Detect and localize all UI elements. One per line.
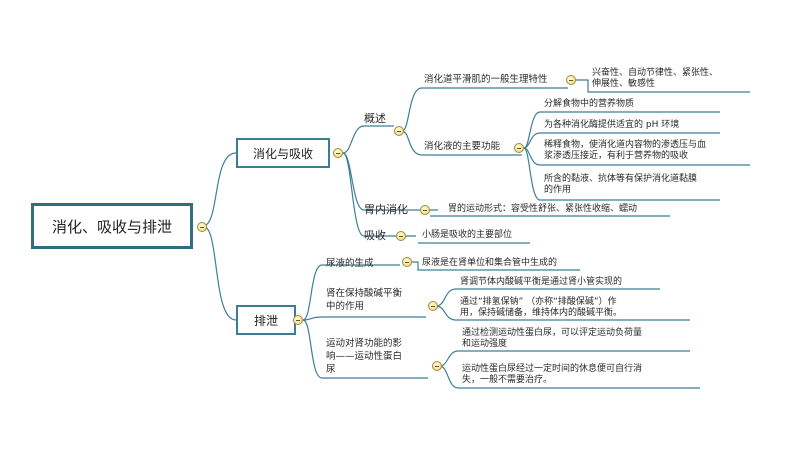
node-urine-formation[interactable]: 尿液的生成: [326, 258, 374, 269]
acid-base-detail-2-line1: 通过“排氢保钠” （亦称“排酸保碱”）作: [460, 297, 617, 307]
root-topic[interactable]: 消化、吸收与排泄: [31, 203, 193, 249]
urine-detail: 尿液是在肾单位和集合管中生成的: [422, 258, 558, 268]
branch-excretion[interactable]: 排泄: [236, 305, 296, 335]
juice-function-4-line2: 的作用: [544, 185, 572, 195]
juice-function-3-line1: 稀释食物，使消化道内容物的渗透压与血: [544, 140, 707, 150]
absorption-collapse-button[interactable]: [396, 231, 406, 241]
node-smooth-muscle[interactable]: 消化道平滑肌的一般生理特性: [424, 74, 548, 85]
acid-base-detail-1: 肾调节体内酸碱平衡是通过肾小管实现的: [460, 277, 623, 287]
absorption-detail: 小肠是吸收的主要部位: [422, 230, 513, 240]
branch-digestion-label: 消化与吸收: [252, 146, 313, 161]
exercise-detail-1-line2: 和运动强度: [462, 339, 508, 349]
root-collapse-button[interactable]: [197, 222, 207, 232]
stomach-collapse-button[interactable]: [420, 205, 430, 215]
acid-base-detail-2-line2: 用，保持碱储备，维持体内的酸碱平衡。: [460, 308, 623, 318]
excretion-collapse-button[interactable]: [293, 315, 303, 325]
node-stomach-digestion[interactable]: 胃内消化: [364, 203, 408, 216]
node-exercise-line1[interactable]: 运动对肾功能的影: [326, 338, 403, 349]
smooth-muscle-detail-line2: 伸展性、敏感性: [592, 79, 656, 89]
juice-function-1: 分解食物中的营养物质: [544, 99, 635, 109]
exercise-detail-1-line1: 通过检测运动性蛋白尿，可以评定运动负荷量: [462, 328, 643, 338]
smooth-muscle-collapse-button[interactable]: [566, 75, 576, 85]
node-overview[interactable]: 概述: [364, 112, 386, 125]
branch-excretion-label: 排泄: [253, 313, 278, 328]
juice-collapse-button[interactable]: [514, 143, 524, 153]
node-exercise-line3[interactable]: 尿: [326, 364, 336, 375]
node-exercise-line2[interactable]: 响——运动性蛋白: [326, 351, 403, 362]
urine-collapse-button[interactable]: [402, 257, 412, 267]
digestion-collapse-button[interactable]: [333, 148, 343, 158]
exercise-collapse-button[interactable]: [432, 361, 442, 371]
overview-collapse-button[interactable]: [394, 126, 404, 136]
smooth-muscle-detail-line1: 兴奋性、自动节律性、紧张性、: [592, 68, 719, 78]
branch-digestion[interactable]: 消化与吸收: [236, 138, 330, 168]
juice-function-4-line1: 所含的黏液、抗体等有保护消化道黏膜: [544, 174, 698, 184]
node-absorption[interactable]: 吸收: [364, 229, 386, 242]
exercise-detail-2-line1: 运动性蛋白尿经过一定时间的休息便可自行消: [462, 364, 643, 374]
node-acid-base-line1[interactable]: 肾在保持酸碱平衡: [326, 288, 403, 299]
juice-function-2: 为各种消化酶提供适宜的 pH 环境: [544, 120, 680, 130]
root-topic-label: 消化、吸收与排泄: [51, 217, 172, 236]
juice-function-3-line2: 浆渗透压接近，有利于营养物的吸收: [544, 151, 689, 161]
stomach-detail: 胃的运动形式：容受性舒张、紧张性收缩、蠕动: [448, 204, 638, 214]
node-digestive-juice[interactable]: 消化液的主要功能: [424, 141, 501, 152]
node-acid-base-line2[interactable]: 中的作用: [326, 301, 365, 312]
exercise-detail-2-line2: 失，一般不需要治疗。: [462, 375, 553, 385]
acid-base-collapse-button[interactable]: [428, 301, 438, 311]
